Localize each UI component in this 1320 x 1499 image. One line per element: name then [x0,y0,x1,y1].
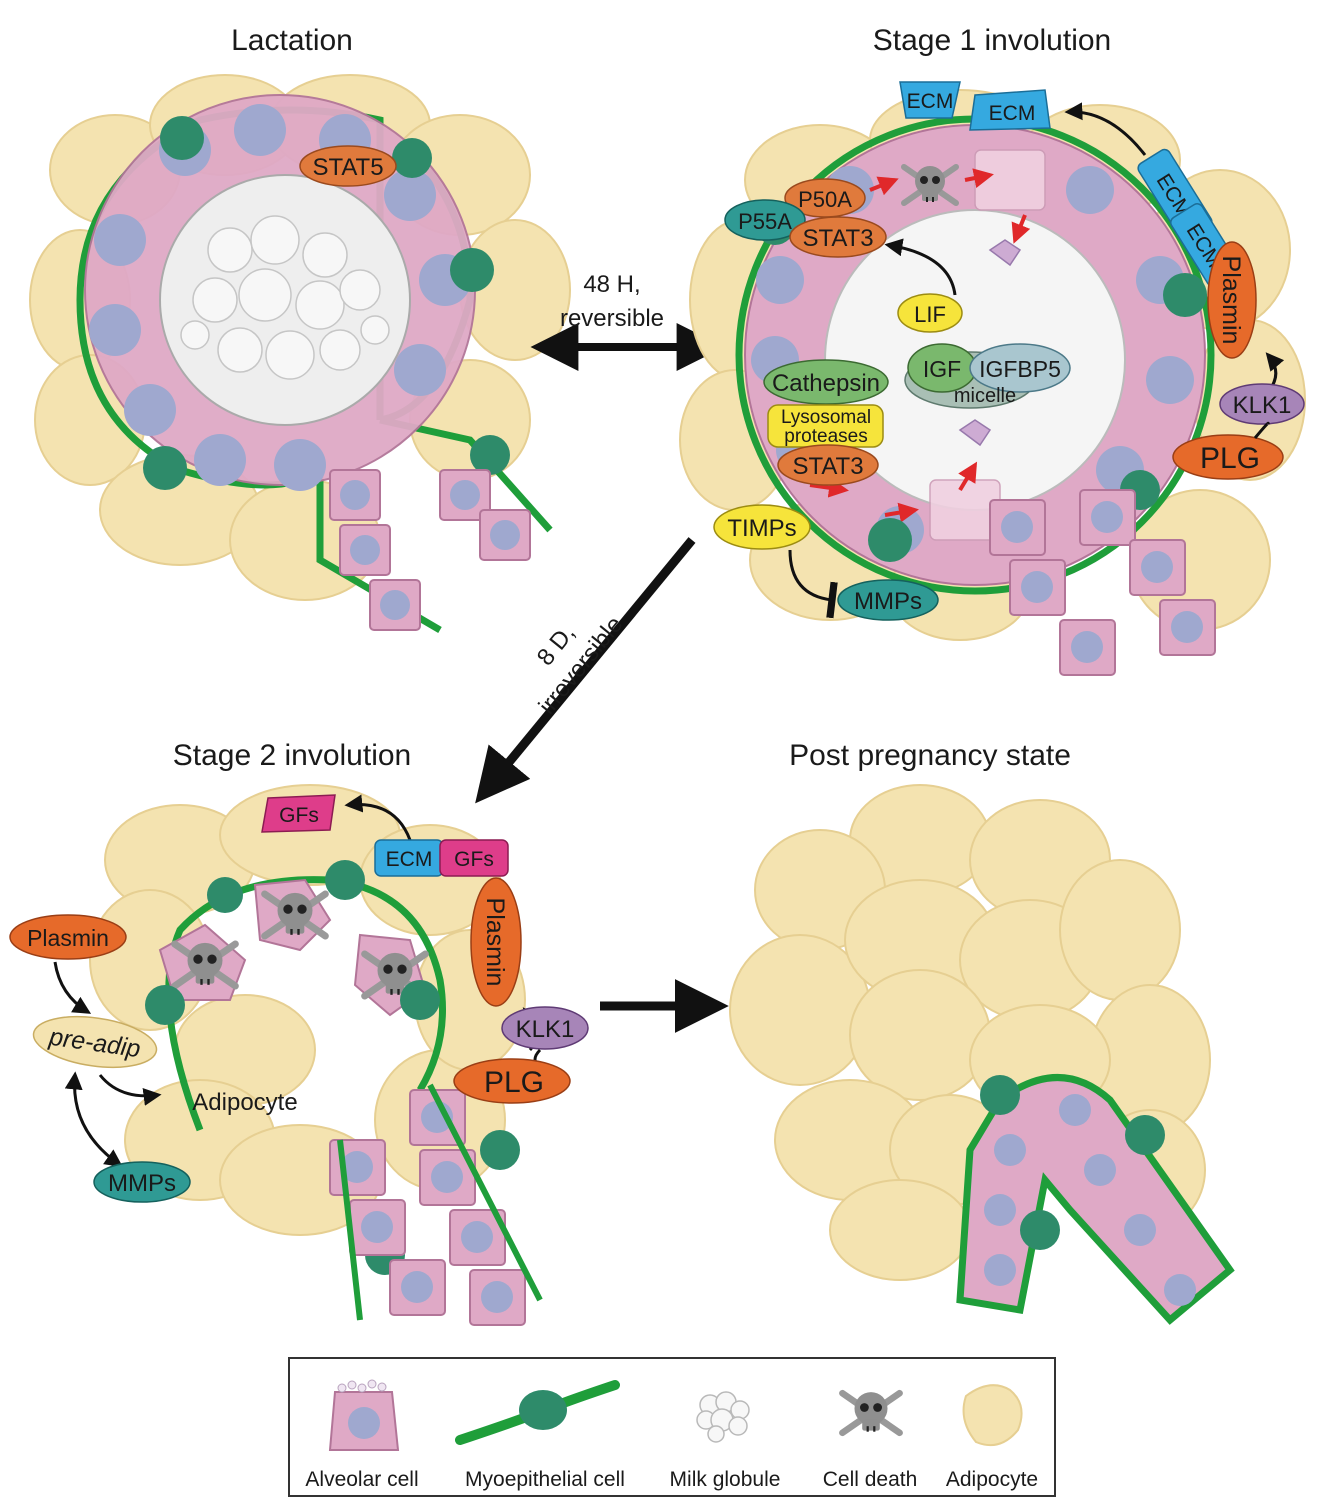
ecm-fragment-1: ECM [899,81,961,119]
svg-text:IGFBP5: IGFBP5 [979,356,1061,382]
p55a-marker: P55A [724,199,806,241]
klk1-stage2: KLK1 [501,1006,589,1050]
lactation-panel: Lactation [29,24,571,634]
svg-text:GFs: GFs [454,848,494,871]
stage1-panel: Stage 1 involution [679,24,1306,676]
ecm-gfs-complex: ECM GFs [374,839,509,877]
stat5-marker: STAT5 [299,145,397,187]
svg-text:KLK1: KLK1 [1233,392,1292,419]
svg-text:TIMPs: TIMPs [727,515,796,542]
svg-text:Cell death: Cell death [823,1468,918,1491]
svg-text:IGF: IGF [923,356,961,382]
stat3-top-marker: STAT3 [789,216,887,258]
svg-text:PLG: PLG [1200,442,1260,475]
stat3-bottom-marker: STAT3 [777,444,879,486]
arrow-48h-line1: 48 H, [583,271,640,298]
svg-text:ECM: ECM [907,90,954,113]
preadip-marker: pre-adip [32,1015,158,1069]
ecm-fragment-2: ECM [969,89,1051,131]
gfs-free-marker: GFs [261,794,336,833]
stage2-title: Stage 2 involution [173,739,412,772]
svg-text:LIF: LIF [914,302,946,327]
plasmin-adip-marker: Plasmin [9,914,127,960]
post-pregnancy-panel: Post pregnancy state [729,739,1235,1325]
svg-text:KLK1: KLK1 [516,1016,575,1043]
svg-text:Plasmin: Plasmin [27,925,109,951]
svg-text:Adipocyte: Adipocyte [946,1468,1038,1491]
svg-text:Lysosomal: Lysosomal [781,407,871,428]
legend-alveolar-cell: Alveolar cell [305,1379,419,1491]
svg-text:Milk globule: Milk globule [670,1468,781,1491]
svg-text:PLG: PLG [484,1066,544,1099]
stage1-red-arrows [809,168,1031,523]
gfs-release-arrow [344,794,412,841]
stage2-panel: Stage 2 involution [9,739,589,1326]
post-myoepithelial-nuclei [980,1075,1165,1250]
svg-text:STAT5: STAT5 [312,154,383,181]
mmps-stage1-marker: MMPs [837,579,939,621]
svg-text:Plasmin: Plasmin [481,898,509,987]
plg-stage2: PLG [453,1058,571,1104]
timps-inhibit-line [788,549,838,619]
legend-cell-death: Cell death [823,1392,918,1491]
svg-text:ECM: ECM [386,848,433,871]
lif-marker: LIF [897,293,963,333]
svg-text:STAT3: STAT3 [792,453,863,480]
plasmin-stage1: Plasmin [1207,241,1257,359]
lysosomal-proteases-marker: Lysosomal proteases [767,404,884,448]
stage2-duct-nuclei [341,1101,513,1313]
post-pregnancy-title: Post pregnancy state [789,739,1071,772]
stage1-duct-nuclei [1001,501,1203,663]
stage1-dying-cells [929,149,1046,541]
p50a-marker: P50A [784,178,866,218]
cathepsin-marker: Cathepsin [763,359,889,405]
arrow-48h-line2: reversible [560,305,664,332]
svg-text:Alveolar cell: Alveolar cell [305,1468,418,1491]
svg-text:STAT3: STAT3 [802,225,873,252]
mmps-stage2-marker: MMPs [93,1161,191,1203]
svg-text:Plasmin: Plasmin [1217,256,1245,345]
ecm-release-arrow [1064,102,1147,156]
svg-text:ECM: ECM [989,102,1036,125]
adipocyte-label: Adipocyte [192,1089,297,1116]
svg-text:MMPs: MMPs [854,588,922,615]
svg-text:P55A: P55A [738,209,792,234]
legend-milk-globule: Milk globule [670,1391,781,1491]
svg-text:MMPs: MMPs [108,1170,176,1197]
arrow-48h-reversible: 48 H, reversible [530,271,725,371]
lactation-milk-globules [180,215,390,380]
svg-text:proteases: proteases [784,426,867,447]
lactation-duct-nuclei [340,480,520,620]
plg-stage1: PLG [1172,434,1284,480]
lactation-title: Lactation [231,24,353,57]
post-duct-nuclei [984,1094,1196,1306]
legend-adipocyte: Adipocyte [946,1384,1038,1491]
plasmin-stage2: Plasmin [470,877,522,1007]
svg-text:micelle: micelle [954,385,1016,407]
svg-text:P50A: P50A [798,187,852,212]
arrow-8d-irreversible: 8 D, irreversible [475,537,696,804]
timps-marker: TIMPs [713,504,811,550]
igf-igfbp5-micelle: IGF IGFBP5 micelle [904,343,1071,409]
lif-stat3-arrow [884,238,957,296]
svg-text:Myoepithelial cell: Myoepithelial cell [465,1468,625,1491]
svg-text:GFs: GFs [279,804,319,827]
legend-myoepithelial-cell: Myoepithelial cell [455,1380,625,1491]
legend: Alveolar cell Myoepithelial cell Milk gl… [288,1357,1056,1497]
stage1-title: Stage 1 involution [873,24,1112,57]
svg-text:Cathepsin: Cathepsin [772,370,880,397]
klk1-stage1: KLK1 [1219,383,1305,425]
